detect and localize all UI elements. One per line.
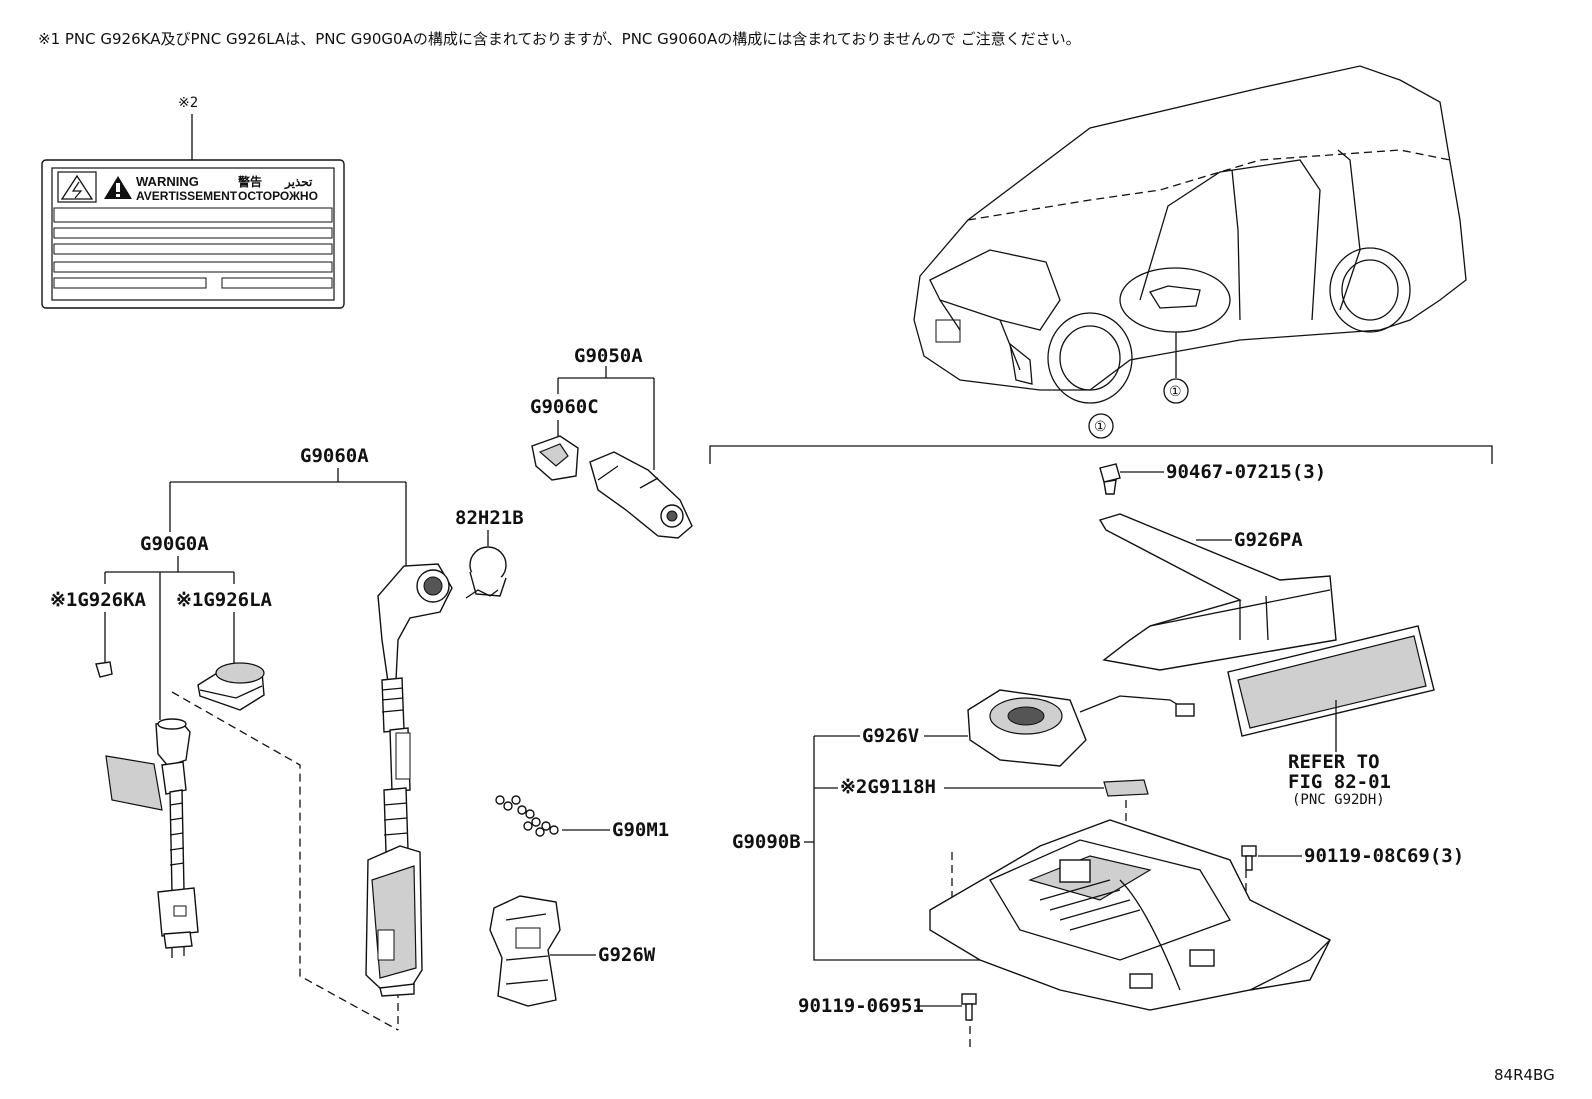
part-90119-06951: 90119-06951 — [798, 995, 924, 1017]
part-g926la: ※1G926LA — [176, 589, 273, 611]
part-g9060c: G9060C — [530, 396, 599, 418]
part-90467-07215: 90467-07215(3) — [1166, 461, 1326, 483]
part-90467-shape — [1099, 463, 1121, 495]
callout-marker-bracket: ① — [1094, 419, 1107, 435]
warning-label: WARNING AVERTISSEMENT 警告 تحذير ОСТОРОЖНО — [41, 159, 345, 309]
refer-line1: REFER TO — [1288, 751, 1380, 773]
part-g9050a: G9050A — [574, 345, 643, 367]
part-g926v: G926V — [862, 725, 919, 747]
high-voltage-icon — [57, 171, 97, 203]
label-russian-text: ОСТОРОЖНО — [238, 189, 318, 203]
part-g9050a-shape — [589, 451, 693, 539]
charging-connector — [365, 563, 453, 997]
part-g92dh-shape — [1227, 625, 1435, 737]
part-90119-06951-shape — [961, 993, 977, 1021]
part-g90g0a: G90G0A — [140, 533, 209, 555]
part-g9090b: G9090B — [732, 831, 801, 853]
part-g926w-shape — [489, 895, 561, 1007]
part-g926v-shape — [967, 689, 1195, 767]
refer-line2: FIG 82-01 — [1288, 771, 1391, 793]
part-82h21b: 82H21B — [455, 507, 524, 529]
label-marker: ※2 — [178, 95, 198, 111]
part-g926pa-shape — [1098, 513, 1337, 671]
vehicle-illustration — [913, 65, 1467, 404]
part-90119-08c69: 90119-08C69(3) — [1304, 845, 1464, 867]
part-g9090b-shape — [929, 800, 1331, 1048]
group-bracket — [709, 445, 1493, 464]
part-g9060a: G9060A — [300, 445, 369, 467]
part-g9118h: ※2G9118H — [840, 776, 936, 798]
refer-line3: (PNC G92DH) — [1292, 792, 1385, 808]
header-note: ※1 PNC G926KA及びPNC G926LAは、PNC G90G0Aの構成… — [38, 30, 1081, 48]
charge-port-callout-ring — [1119, 267, 1231, 333]
part-g926pa: G926PA — [1234, 529, 1303, 551]
part-82h21b-shape — [465, 546, 507, 599]
part-g90m1: G90M1 — [612, 819, 669, 841]
charge-cord-plug — [105, 718, 199, 958]
part-g926la-shape — [197, 662, 265, 711]
diagram-code: 84R4BG — [1494, 1066, 1555, 1084]
part-g926ka-shape — [95, 661, 113, 678]
part-g926w: G926W — [598, 944, 656, 966]
callout-marker: ① — [1169, 384, 1182, 400]
part-g926ka: ※1G926KA — [50, 589, 147, 611]
label-avertissement-text: AVERTISSEMENT — [136, 189, 238, 203]
part-g9118h-shape — [1103, 779, 1149, 797]
part-g90m1-shape — [495, 795, 559, 837]
label-arabic-text: تحذير — [284, 175, 313, 190]
label-jp-text: 警告 — [237, 174, 262, 189]
part-g9060c-shape — [531, 435, 579, 481]
label-warning-text: WARNING — [136, 174, 199, 189]
part-90119-08c69-shape — [1241, 845, 1257, 871]
